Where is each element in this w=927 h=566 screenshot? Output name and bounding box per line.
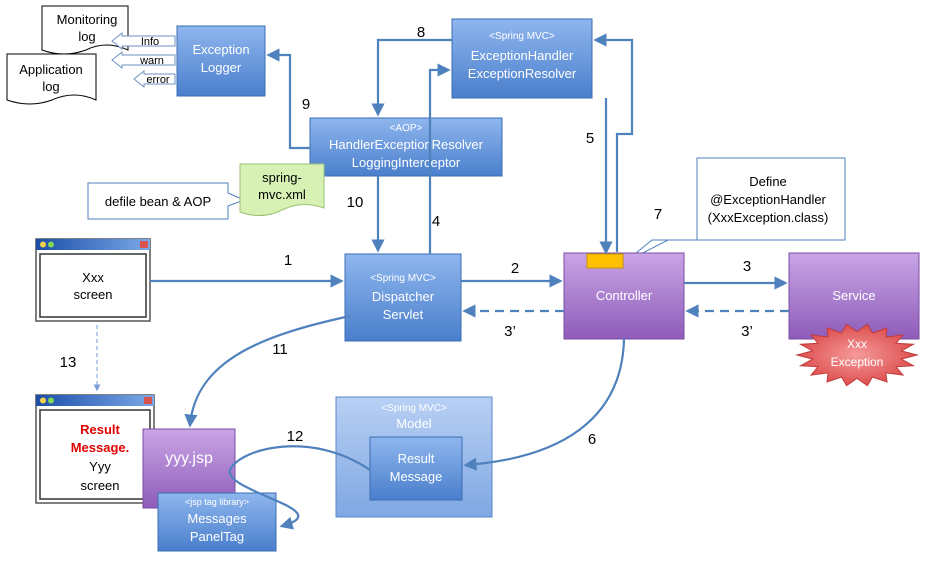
step-2-label: 2 xyxy=(511,260,519,277)
yyy-red-line1: Result xyxy=(80,422,120,437)
level-error-arrow: error xyxy=(133,69,176,89)
define-line2: @ExceptionHandler xyxy=(710,192,826,207)
paneltag-tag: <jsp tag library> xyxy=(185,497,249,507)
step-4-label: 4 xyxy=(432,213,440,230)
yyy-screen-titlebar xyxy=(36,395,154,406)
define-line3: (XxxException.class) xyxy=(708,210,829,225)
model-tag: <Spring MVC> xyxy=(381,403,447,414)
logging-interceptor-box: <AOP> HandlerExceptionResolver LoggingIn… xyxy=(309,117,503,177)
window-close-icon xyxy=(144,397,152,404)
dispatcher-servlet-box: <Spring MVC> Dispatcher Servlet xyxy=(344,253,462,342)
monitoring-log-line1: Monitoring xyxy=(57,12,118,27)
arrow-step-6 xyxy=(463,338,626,471)
explosion-icon xyxy=(795,323,919,387)
step-9-label: 9 xyxy=(302,96,310,113)
dispatcher-line1: Dispatcher xyxy=(372,289,435,304)
level-info-label: Info xyxy=(141,36,159,48)
level-warn-arrow: warn xyxy=(111,50,176,70)
monitoring-log-document: Monitoring log xyxy=(41,5,129,55)
yyy-screen-window: Result Message. Yyy screen xyxy=(35,394,155,504)
logging-interceptor-tag: <AOP> xyxy=(390,123,423,134)
window-close-icon xyxy=(140,241,148,248)
step-3-return-label-right: 3’ xyxy=(741,323,753,340)
result-message-box: Result Message xyxy=(369,436,463,501)
step-11-label: 11 xyxy=(272,341,288,358)
step-13-label: 13 xyxy=(60,354,77,371)
application-log-document: Application log xyxy=(6,53,97,105)
spring-mvc-xml-note: spring- mvc.xml xyxy=(239,163,325,216)
application-log-line1: Application xyxy=(19,62,83,77)
step-6-label: 6 xyxy=(588,431,596,448)
define-exception-handler-callout: Define @ExceptionHandler (XxxException.c… xyxy=(624,157,846,263)
paneltag-line1: Messages xyxy=(187,511,247,526)
level-error-label: error xyxy=(146,74,170,86)
yyy-screen-line2: screen xyxy=(80,478,119,493)
model-title: Model xyxy=(396,416,432,431)
exception-logger-line2: Logger xyxy=(201,60,242,75)
messages-paneltag-box: <jsp tag library> Messages PanelTag xyxy=(157,492,277,552)
controller-label: Controller xyxy=(596,288,653,303)
step-12-label: 12 xyxy=(287,428,304,445)
window-dot-icon xyxy=(48,241,54,248)
arrow-step-11 xyxy=(184,314,351,428)
window-dot-icon xyxy=(40,397,46,404)
monitoring-log-line2: log xyxy=(78,29,95,44)
service-label: Service xyxy=(832,288,875,303)
level-warn-label: warn xyxy=(139,55,164,67)
result-message-line2: Message xyxy=(390,469,443,484)
yyy-screen-line1: Yyy xyxy=(89,459,111,474)
controller-box: Controller xyxy=(563,252,685,340)
xxx-screen-line1: Xxx xyxy=(82,270,104,285)
exception-line2: Exception xyxy=(831,355,884,369)
window-dot-icon xyxy=(48,397,54,404)
dispatcher-line2: Servlet xyxy=(383,307,424,322)
xxx-exception-burst: Xxx Exception xyxy=(795,323,919,387)
exception-resolver-line1: ExceptionHandler xyxy=(471,48,574,63)
step-7-label: 7 xyxy=(654,206,662,223)
xxx-screen-window: Xxx screen xyxy=(35,238,151,322)
service-box: Service xyxy=(788,252,920,340)
bean-aop-callout: defile bean & AOP xyxy=(87,182,246,220)
arrow-step-7 xyxy=(593,33,634,252)
arrow-step-8 xyxy=(371,38,452,117)
define-line1: Define xyxy=(749,174,787,189)
step-8-label: 8 xyxy=(417,24,425,41)
exception-handler-marker-icon xyxy=(586,253,624,269)
spring-mvc-xml-line1: spring- xyxy=(262,170,302,185)
exception-resolver-box: <Spring MVC> ExceptionHandler ExceptionR… xyxy=(451,18,593,99)
step-10-label: 10 xyxy=(347,194,364,211)
dispatcher-tag: <Spring MVC> xyxy=(370,273,436,284)
exception-logger-line1: Exception xyxy=(192,42,249,57)
spring-mvc-xml-line2: mvc.xml xyxy=(258,187,306,202)
yyy-red-line2: Message. xyxy=(71,440,130,455)
logging-interceptor-line1: HandlerExceptionResolver xyxy=(329,137,484,152)
window-dot-icon xyxy=(40,241,46,248)
level-info-arrow: Info xyxy=(111,31,176,51)
exception-logger-box: Exception Logger xyxy=(176,25,266,97)
arrow-step-9 xyxy=(266,48,310,150)
exception-resolver-tag: <Spring MVC> xyxy=(489,31,555,42)
paneltag-line2: PanelTag xyxy=(190,529,244,544)
logging-interceptor-line2: LoggingInterceptor xyxy=(352,155,461,170)
xxx-screen-titlebar xyxy=(36,239,150,250)
arrow-step-12 xyxy=(228,445,371,530)
exception-line1: Xxx xyxy=(847,337,867,351)
bean-aop-text: defile bean & AOP xyxy=(105,194,211,209)
step-3-label: 3 xyxy=(743,258,751,275)
arrow-step-4 xyxy=(428,63,451,254)
step-5-label: 5 xyxy=(586,130,594,147)
xxx-screen-line2: screen xyxy=(73,287,112,302)
yyy-jsp-label: yyy.jsp xyxy=(165,450,213,467)
application-log-line2: log xyxy=(42,79,59,94)
result-message-line1: Result xyxy=(398,451,435,466)
exception-resolver-line2: ExceptionResolver xyxy=(468,66,577,81)
step-3-return-label-left: 3’ xyxy=(504,323,516,340)
step-1-label: 1 xyxy=(284,252,292,269)
